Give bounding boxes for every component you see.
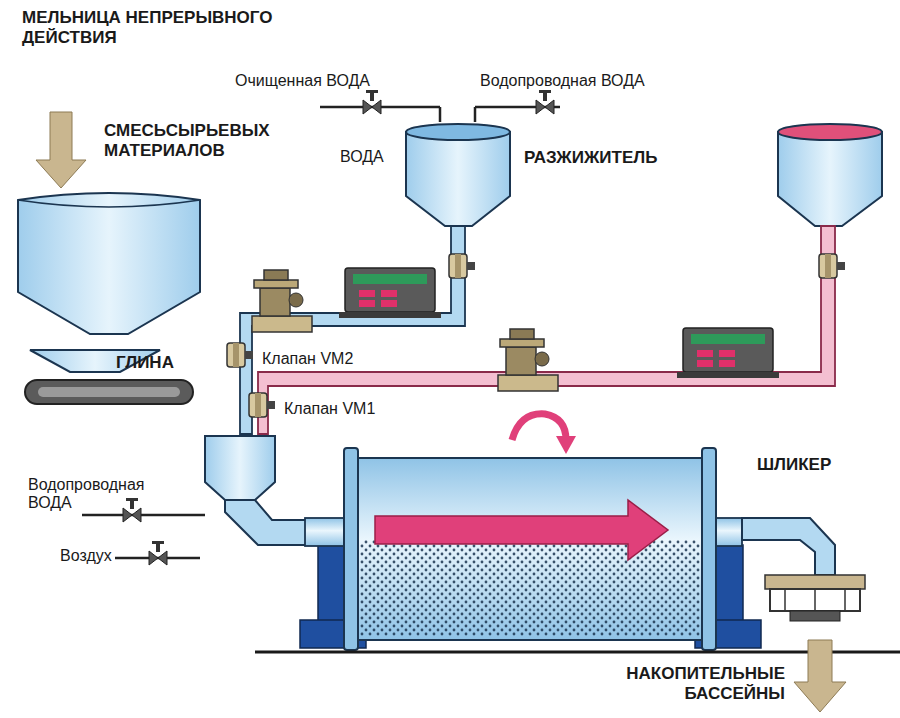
material-label: ГЛИНА (116, 353, 174, 373)
valve-label: Клапан VM1 (284, 400, 375, 418)
supply-label: Воздух (60, 547, 112, 565)
supply-label: Очищенная ВОДА (235, 72, 370, 90)
tank-label: ВОДА (340, 148, 384, 166)
supply-label: Водопроводная ВОДА (480, 72, 645, 90)
supply-label: Водопроводная ВОДА (28, 476, 153, 513)
output-label: НАКОПИТЕЛЬНЫЕ БАССЕЙНЫ (575, 664, 785, 703)
valve-label: Клапан VM2 (262, 350, 353, 368)
diagram-title: МЕЛЬНИЦА НЕПРЕРЫВНОГО ДЕЙСТВИЯ (22, 8, 287, 47)
material-label: СМЕСЬСЫРЬЕВЫХ МАТЕРИАЛОВ (104, 121, 284, 160)
output-label: ШЛИКЕР (757, 455, 831, 475)
tank-label: РАЗЖИЖИТЕЛЬ (524, 148, 657, 168)
